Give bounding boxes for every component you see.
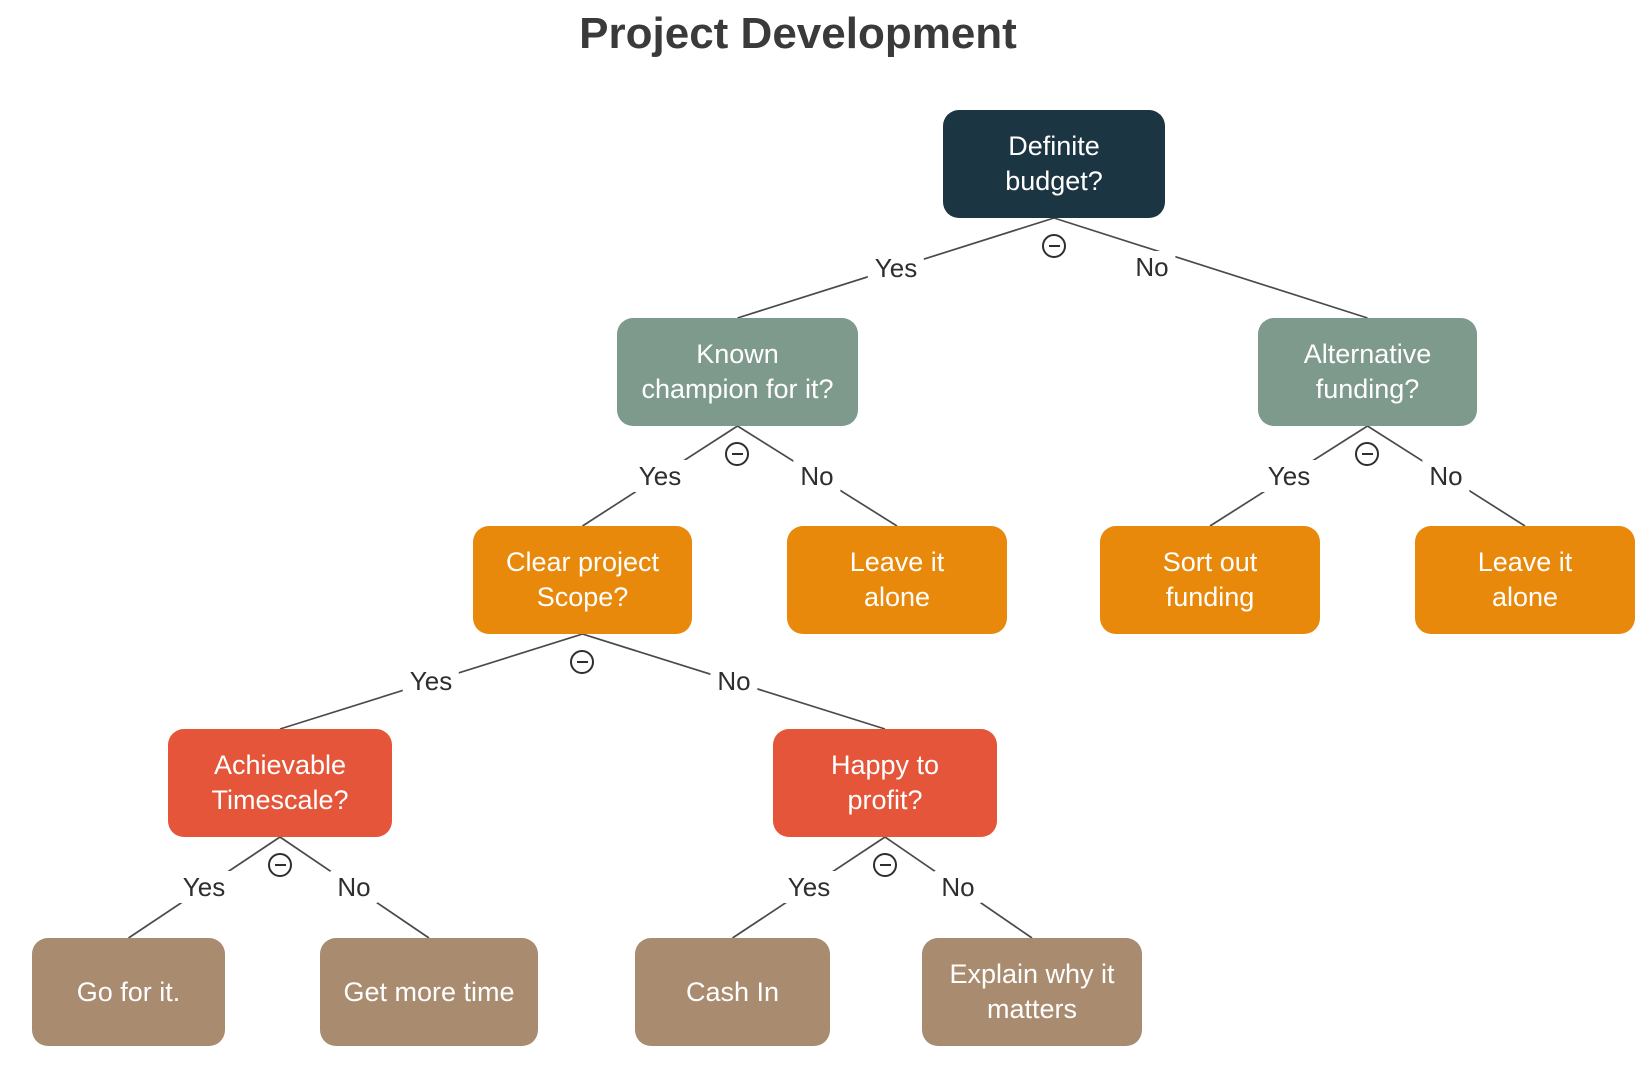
edge-label-known-champion-yes: Yes (631, 460, 689, 492)
collapse-button-clear-scope[interactable] (570, 650, 594, 674)
minus-icon (1048, 245, 1060, 247)
edge-label-clear-scope-yes: Yes (402, 665, 460, 697)
edge-label-definite-budget-no: No (1128, 251, 1176, 283)
node-label: Achievable Timescale? (211, 750, 349, 815)
edge-label-definite-budget-yes: Yes (867, 252, 925, 284)
collapse-button-achievable-timescale[interactable] (268, 853, 292, 877)
edge-label-achievable-timescale-yes: Yes (175, 871, 233, 903)
node-label: Happy to profit? (830, 750, 940, 815)
node-explain-why-it-matters[interactable]: Explain why it matters (922, 938, 1142, 1046)
node-label: Cash In (685, 976, 780, 1007)
node-label: Go for it. (76, 976, 181, 1007)
edge-line-definite-budget-no (1053, 217, 1368, 319)
node-label: Sort out funding (1162, 547, 1258, 612)
node-definite-budget[interactable]: Definite budget? (943, 110, 1165, 218)
edge-label-known-champion-no: No (793, 460, 841, 492)
node-sort-out-funding[interactable]: Sort out funding (1100, 526, 1320, 634)
node-label: Leave it alone (1477, 547, 1573, 612)
edge-label-alternative-funding-yes: Yes (1260, 460, 1318, 492)
collapse-button-definite-budget[interactable] (1042, 234, 1066, 258)
node-clear-project-scope[interactable]: Clear project Scope? (473, 526, 692, 634)
node-known-champion[interactable]: Known champion for it? (617, 318, 858, 426)
minus-icon (879, 864, 891, 866)
node-cash-in[interactable]: Cash In (635, 938, 830, 1046)
collapse-button-alternative-funding[interactable] (1355, 442, 1379, 466)
node-label: Clear project Scope? (505, 547, 660, 612)
collapse-button-happy-profit[interactable] (873, 853, 897, 877)
node-label: Explain why it matters (949, 959, 1115, 1024)
node-happy-to-profit[interactable]: Happy to profit? (773, 729, 997, 837)
node-label: Leave it alone (849, 547, 945, 612)
node-label: Definite budget? (1005, 131, 1103, 196)
edge-label-alternative-funding-no: No (1422, 460, 1470, 492)
edge-label-happy-profit-no: No (934, 871, 982, 903)
node-label: Known champion for it? (641, 339, 834, 404)
node-label: Alternative funding? (1303, 339, 1432, 404)
diagram-title: Project Development (579, 9, 1017, 58)
minus-icon (731, 453, 743, 455)
node-get-more-time[interactable]: Get more time (320, 938, 538, 1046)
edge-label-achievable-timescale-no: No (330, 871, 378, 903)
edge-label-happy-profit-yes: Yes (780, 871, 838, 903)
node-achievable-timescale[interactable]: Achievable Timescale? (168, 729, 392, 837)
minus-icon (274, 864, 286, 866)
minus-icon (576, 661, 588, 663)
edge-label-clear-scope-no: No (710, 665, 758, 697)
node-label: Get more time (343, 976, 515, 1007)
node-leave-it-alone-2[interactable]: Leave it alone (1415, 526, 1635, 634)
collapse-button-known-champion[interactable] (725, 442, 749, 466)
node-alternative-funding[interactable]: Alternative funding? (1258, 318, 1477, 426)
minus-icon (1361, 453, 1373, 455)
node-go-for-it[interactable]: Go for it. (32, 938, 225, 1046)
node-leave-it-alone-1[interactable]: Leave it alone (787, 526, 1007, 634)
